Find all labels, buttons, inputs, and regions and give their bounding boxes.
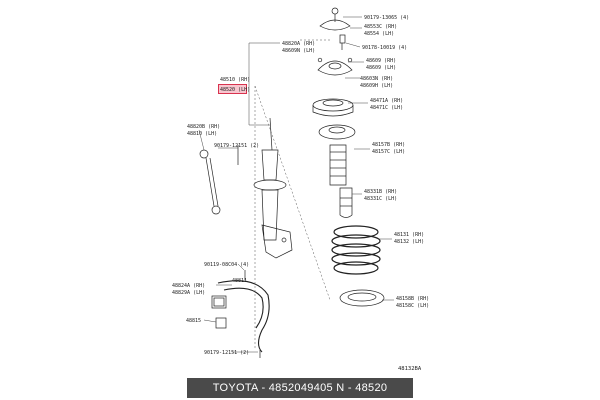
label-48815: 48815	[186, 318, 201, 324]
label-48811: 48811	[232, 278, 247, 284]
label-48820a: 48820A (RH)	[282, 41, 315, 47]
stabilizer-bracket	[215, 317, 227, 329]
mount-studs	[339, 34, 346, 50]
label-48331c: 48331C (LH)	[364, 196, 397, 202]
label-90119-08c04: 90119-08C04 (4)	[204, 262, 249, 268]
suspension-bearing	[312, 98, 354, 117]
diagram-reference-number: 48132BA	[398, 366, 422, 372]
label-90179-12151-upper: 90179-12151 (2)	[214, 143, 259, 149]
stabilizer-bushing	[211, 295, 227, 309]
lower-spring-insulator	[339, 289, 385, 307]
label-48810: 48810 (LH)	[187, 131, 217, 137]
label-48158c: 48158C (LH)	[396, 303, 429, 309]
label-48158b: 48158B (RH)	[396, 296, 429, 302]
label-48132: 48132 (LH)	[394, 239, 424, 245]
label-90179-12151-lower: 90179-12151 (2)	[204, 350, 249, 356]
label-48609h: 48609H (LH)	[360, 83, 393, 89]
label-90179-13065: 90179-13065 (4)	[364, 15, 409, 21]
label-48824a: 48824A (RH)	[172, 283, 205, 289]
label-48131: 48131 (RH)	[394, 232, 424, 238]
label-48609n: 48609N (LH)	[282, 48, 315, 54]
upper-support	[317, 57, 353, 76]
highlighted-part-label-box	[218, 84, 247, 94]
label-48471a: 48471A (RH)	[370, 98, 403, 104]
label-48471c: 48471C (LH)	[370, 105, 403, 111]
stabilizer-bar	[217, 280, 270, 353]
label-48510: 48510 (RH)	[220, 77, 250, 83]
upper-support-cap	[319, 7, 351, 31]
label-48157c: 48157C (LH)	[372, 149, 405, 155]
label-48603n: 48603N (RH)	[360, 76, 393, 82]
upper-spring-insulator	[318, 124, 356, 140]
label-48820b: 48820B (RH)	[187, 124, 220, 130]
alignment-lines	[254, 39, 331, 350]
bolts	[237, 145, 261, 358]
label-48829a: 48829A (LH)	[172, 290, 205, 296]
part-number-footer: TOYOTA - 4852049405 N - 48520	[187, 378, 413, 398]
stabilizer-link	[199, 149, 221, 215]
label-90178-10019: 90178-10019 (4)	[362, 45, 407, 51]
bump-stopper	[339, 187, 353, 218]
leader-lines	[198, 16, 394, 353]
shock-absorber	[253, 117, 293, 259]
dust-boot	[329, 144, 347, 186]
label-48520: 48520 (LH)	[220, 87, 250, 93]
label-48554: 48554 (LH)	[364, 31, 394, 37]
coil-spring	[331, 225, 381, 275]
label-48553c: 48553C (RH)	[364, 24, 397, 30]
label-48609-lh: 48609 (LH)	[366, 65, 396, 71]
label-48157b: 48157B (RH)	[372, 142, 405, 148]
label-48331b: 48331B (RH)	[364, 189, 397, 195]
label-48609-rh: 48609 (RH)	[366, 58, 396, 64]
